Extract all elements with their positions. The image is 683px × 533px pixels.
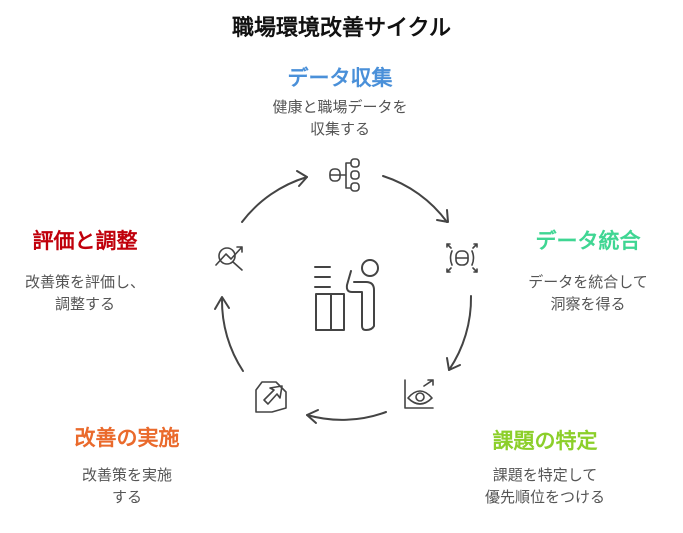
desc-line: 改善策を実施: [81, 466, 172, 484]
desc-line: 健康と職場データを: [272, 98, 408, 116]
cycle-arrow: [446, 295, 473, 371]
diagram-title: 職場環境改善サイクル: [232, 16, 451, 41]
step-desc-data-collection: 健康と職場データを収集する: [240, 96, 440, 140]
cycle-arrow: [241, 170, 308, 223]
cycle-arrow: [306, 409, 387, 424]
step-heading-data-collection: データ収集: [287, 66, 393, 90]
cycle-arrow: [382, 175, 449, 223]
desc-line: 洞察を得る: [550, 295, 626, 313]
step-desc-data-integration: データを統合して洞察を得る: [498, 271, 678, 315]
desc-line: 調整する: [54, 295, 115, 313]
database-hierarchy-icon: [329, 158, 360, 192]
step-heading-issue-identification: 課題の特定: [492, 429, 598, 453]
desc-line: 課題を特定して: [492, 466, 598, 484]
database-expand-icon: [446, 243, 478, 273]
step-heading-evaluation: 評価と調整: [32, 229, 138, 253]
cycle-arrow: [214, 296, 244, 372]
chart-eye-icon: [404, 379, 434, 409]
step-heading-implementation: 改善の実施: [74, 426, 180, 450]
desc-line: データを統合して: [528, 273, 648, 291]
desc-line: 収集する: [309, 120, 370, 138]
step-desc-issue-identification: 課題を特定して優先順位をつける: [455, 464, 635, 508]
step-desc-evaluation: 改善策を評価し、調整する: [0, 271, 170, 315]
person-at-desk-icon: [314, 259, 379, 331]
step-desc-implementation: 改善策を実施する: [37, 464, 217, 508]
desc-line: 優先順位をつける: [484, 488, 605, 506]
upgrade-arrow-icon: [255, 381, 287, 413]
analysis-search-icon: [215, 246, 243, 271]
desc-line: 改善策を評価し、: [24, 273, 145, 291]
desc-line: する: [111, 488, 142, 506]
step-heading-data-integration: データ統合: [535, 229, 641, 253]
